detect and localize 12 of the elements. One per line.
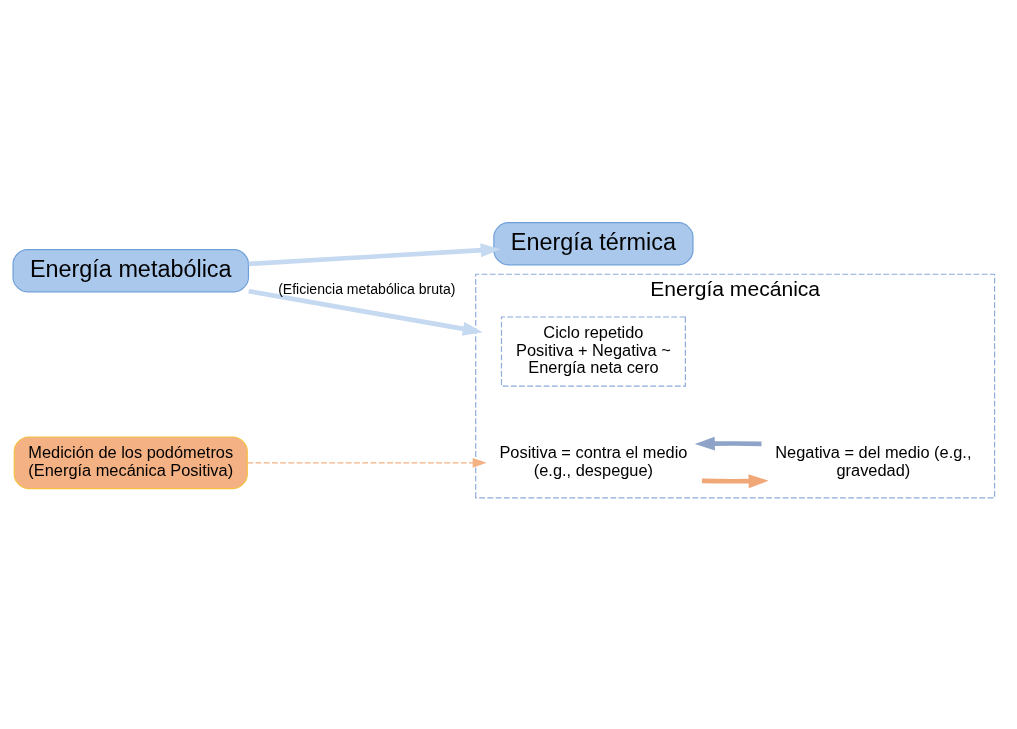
edge-label: (Eficiencia metabólica bruta) (278, 280, 456, 297)
arrow (248, 288, 483, 336)
node-text: Positiva = contra el medio (e.g., despegue) (499, 442, 688, 479)
arrow (246, 457, 487, 468)
arrow (694, 436, 762, 451)
arrow (701, 473, 769, 488)
node-text: Negativa = del medio (e.g., gravedad) (775, 442, 972, 479)
node-box: Energía térmica (493, 221, 694, 265)
node-box: Ciclo repetido Positiva + Negativa ~ Energía neta cero (500, 315, 686, 387)
node-box: Medición de los podómetros (Energía mecánica Positiva) (13, 435, 248, 489)
arrow (248, 242, 501, 266)
node-box: Energía metabólica (12, 248, 250, 292)
